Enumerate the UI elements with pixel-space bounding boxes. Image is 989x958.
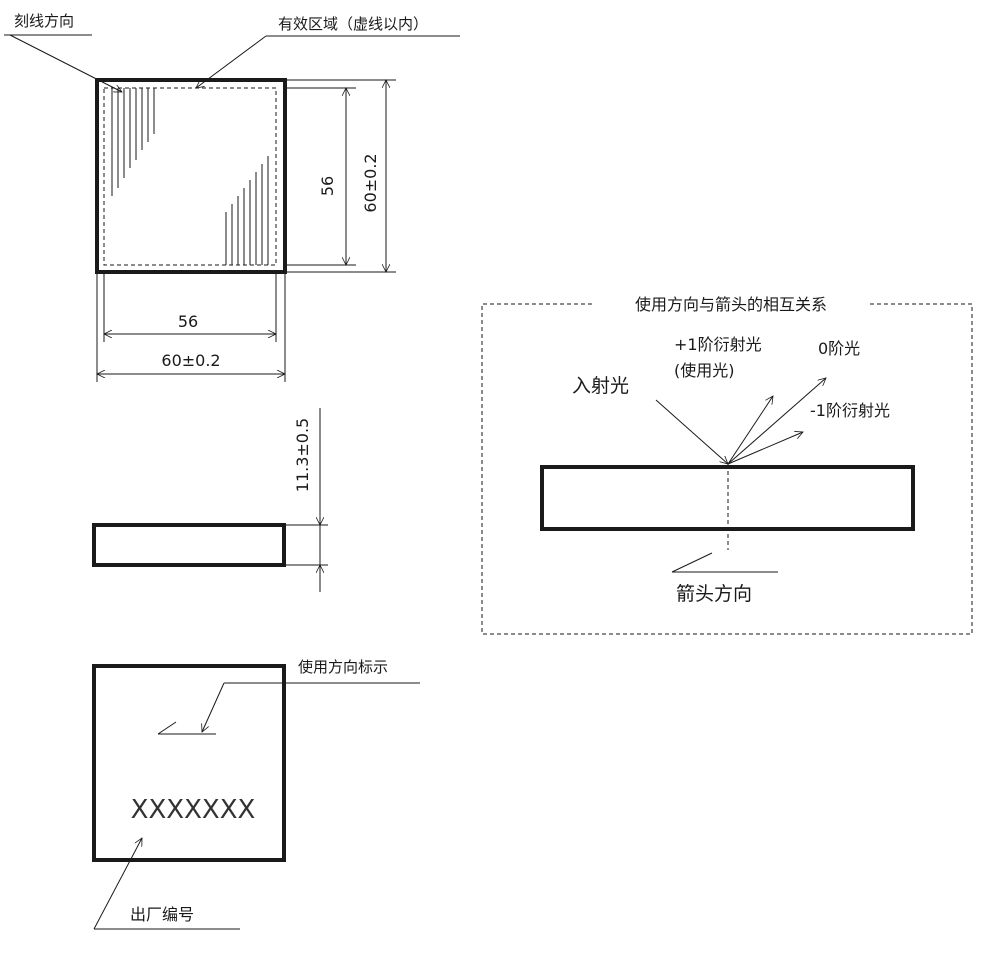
groove-direction-label: 刻线方向: [14, 12, 74, 30]
plus1-note-label: (使用光): [674, 361, 735, 380]
relation-panel-border: [481, 303, 973, 635]
relation-panel: 使用方向与箭头的相互关系 入射光 +1阶衍射光 (使用光) 0阶光 -1阶衍射光…: [481, 295, 973, 635]
minus1-order-label: -1阶衍射光: [810, 401, 890, 420]
usage-mark-callout: 使用方向标示: [202, 658, 420, 732]
usage-mark-label: 使用方向标示: [298, 658, 388, 676]
grating-outer-frame: [95, 78, 287, 274]
effective-area-label: 有效区域（虚线以内）: [278, 15, 428, 33]
grating-back-face: [92, 664, 286, 862]
outer-height-value: 60±0.2: [361, 153, 380, 212]
direction-arrow-mark: [671, 552, 778, 573]
minus1-ray: [727, 432, 803, 465]
grating-cross-section: [540, 465, 915, 531]
zero-order-ray: [727, 378, 826, 465]
inner-width-value: 56: [178, 312, 198, 331]
back-view: 使用方向标示 XXXXXXX 出厂编号: [92, 658, 420, 930]
side-view: 11.3±0.5: [92, 408, 328, 592]
outer-width-dimension: 60±0.2: [97, 274, 285, 382]
incident-ray: [655, 399, 728, 464]
outer-height-dimension: 60±0.2: [287, 80, 396, 272]
relation-panel-title: 使用方向与箭头的相互关系: [635, 295, 827, 314]
top-view: 刻线方向 有效区域（虚线以内） 56 60±0.2 56: [4, 12, 460, 382]
usage-arrow-mark: [157, 721, 216, 735]
plus1-ray: [727, 396, 773, 465]
arrow-direction-label: 箭头方向: [676, 583, 752, 605]
effective-area-callout: 有效区域（虚线以内）: [196, 15, 460, 88]
incident-light-label: 入射光: [572, 375, 629, 397]
grating-side-profile: [92, 523, 286, 567]
thickness-value: 11.3±0.5: [293, 418, 312, 492]
inner-height-dimension: 56: [287, 88, 356, 265]
inner-height-value: 56: [318, 176, 337, 196]
inner-width-dimension: 56: [104, 274, 276, 342]
zero-order-label: 0阶光: [818, 339, 860, 358]
groove-direction-callout: 刻线方向: [4, 12, 122, 93]
outer-width-value: 60±0.2: [161, 351, 220, 370]
serial-number-value: XXXXXXX: [131, 795, 256, 825]
groove-lines: [111, 88, 269, 265]
serial-number-callout: 出厂编号: [93, 838, 240, 930]
effective-area-boundary: [103, 87, 277, 266]
plus1-order-label: +1阶衍射光: [674, 335, 762, 354]
serial-number-label: 出厂编号: [130, 905, 194, 924]
